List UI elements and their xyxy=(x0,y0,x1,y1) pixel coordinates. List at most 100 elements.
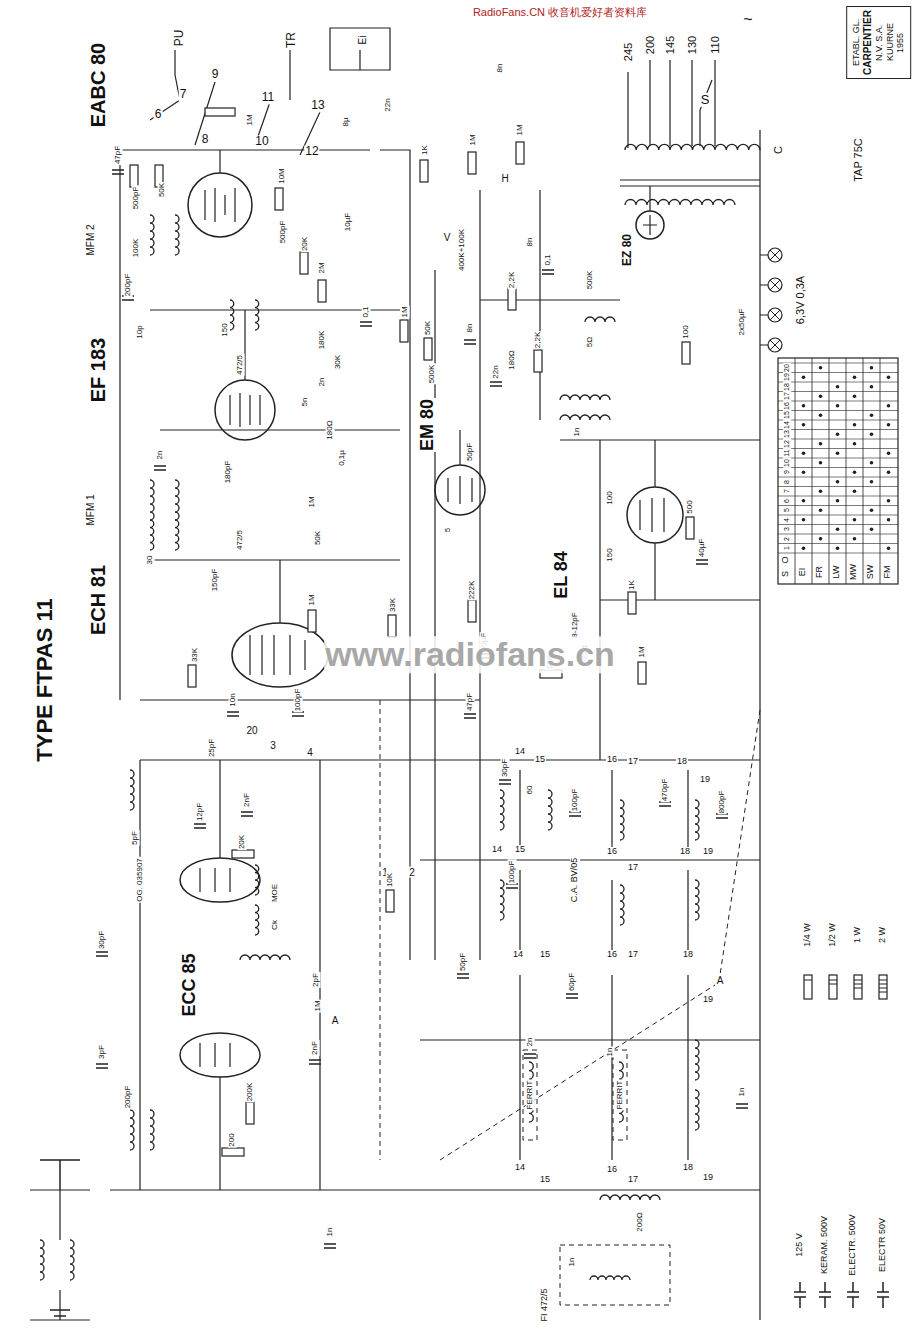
coil-symbol xyxy=(625,200,735,206)
resistor-symbol xyxy=(854,984,862,985)
table-cell: 9 xyxy=(783,469,791,475)
coil-symbol xyxy=(560,395,610,400)
tube-label: ECC 85 xyxy=(180,952,200,1017)
resistor-symbol xyxy=(188,665,196,687)
component-value: 8µ xyxy=(342,116,351,127)
resistor-symbol xyxy=(205,108,235,116)
capacitor-symbol xyxy=(716,814,728,818)
component-value: 10K xyxy=(386,872,395,888)
table-cell: MW xyxy=(849,563,859,581)
coil-symbol xyxy=(500,790,504,830)
component-value: 9 xyxy=(211,68,220,81)
component-value: 200Ω xyxy=(636,1211,645,1232)
resistor-symbol xyxy=(275,188,283,210)
component-value: 1n xyxy=(573,427,582,438)
schematic-title: TYPE FTPAS 11 xyxy=(33,597,57,762)
capacitor-symbol xyxy=(736,1104,748,1108)
table-cell: 17 xyxy=(783,391,791,401)
component-value: 100 xyxy=(606,490,615,505)
resistor-symbol xyxy=(232,850,254,858)
lamp-symbol xyxy=(768,248,782,262)
component-value: 500pF xyxy=(279,220,288,245)
tube-electrode xyxy=(230,393,260,427)
tube-electrode xyxy=(205,188,235,222)
component-value: 17 xyxy=(627,950,639,960)
capacitor-symbol xyxy=(524,1054,536,1058)
component-value: 0,1 xyxy=(362,305,371,318)
component-value: TR xyxy=(285,31,298,49)
capacitor-symbol xyxy=(819,1282,831,1308)
table-cell: FM xyxy=(883,565,893,580)
resistor-symbol xyxy=(829,980,837,981)
component-value: 30K xyxy=(334,354,343,370)
component-value: 100pF xyxy=(508,860,517,885)
component-value: 2,2K xyxy=(508,271,517,289)
component-value: C.A. BV/05 xyxy=(570,857,580,904)
coil-symbol xyxy=(625,144,760,150)
coil-symbol xyxy=(150,480,154,520)
coil-symbol xyxy=(255,865,259,895)
component-value: 22n xyxy=(492,364,501,379)
component-value: 200 xyxy=(228,1132,237,1147)
component-value: 47pF xyxy=(466,692,475,712)
component-value: 100K xyxy=(132,238,141,259)
coil-symbol xyxy=(585,317,615,322)
component-value: 180K xyxy=(318,330,327,351)
switch-contact-dot xyxy=(819,442,823,446)
table-grid xyxy=(778,363,898,364)
table-grid xyxy=(778,391,898,392)
capacitor-symbol xyxy=(569,812,581,816)
component-value: 100pF xyxy=(294,688,303,713)
table-grid xyxy=(863,358,864,584)
legend-text: 125 V xyxy=(795,1232,805,1258)
switch-contact-dot xyxy=(853,423,857,427)
switch-contact-dot xyxy=(853,394,857,398)
table-grid xyxy=(778,496,898,497)
component-value: 500K xyxy=(586,270,595,291)
component-value: 14 xyxy=(491,845,503,855)
coil-symbol xyxy=(230,300,234,330)
switch-contact-dot xyxy=(802,518,806,522)
coil-symbol xyxy=(175,480,179,520)
component-value: 472/5 xyxy=(236,529,245,551)
switch-contact-dot xyxy=(819,489,823,493)
switch-contact-dot xyxy=(870,508,874,512)
wire xyxy=(220,150,655,1190)
table-grid xyxy=(778,448,898,449)
component-value: 2nF xyxy=(311,1040,320,1056)
capacitor-symbol xyxy=(490,382,502,386)
switch-contact-dot xyxy=(802,451,806,455)
switch-contact-dot xyxy=(887,470,891,474)
component-value: MFM 2 xyxy=(85,223,96,256)
ganged-link xyxy=(380,700,760,1160)
table-cell: FR xyxy=(815,565,825,579)
component-value: 500 xyxy=(686,499,695,514)
switch-contact-dot xyxy=(836,432,840,436)
switch-contact-dot xyxy=(819,394,823,398)
component-value: 18 xyxy=(676,757,688,767)
coil-symbol xyxy=(620,800,624,840)
resistor-symbol xyxy=(468,152,476,174)
component-value: 180Ω xyxy=(326,419,335,440)
component-value: 150 xyxy=(221,322,230,337)
wire xyxy=(520,770,688,1160)
resistor-symbol xyxy=(628,592,636,614)
table-grid xyxy=(778,372,898,373)
table-cell: 19 xyxy=(783,372,791,382)
tube-label: EZ 80 xyxy=(621,233,634,267)
component-value: 1M xyxy=(308,593,317,606)
tube-label: EABC 80 xyxy=(87,42,109,128)
component-value: 11 xyxy=(261,91,275,104)
component-value: 3pF xyxy=(98,1044,107,1060)
switch-contact-dot xyxy=(853,442,857,446)
component-value: V xyxy=(443,232,452,243)
tube-electrode xyxy=(250,635,305,675)
table-grid xyxy=(778,524,898,525)
wire xyxy=(620,60,760,186)
table-cell: 5 xyxy=(783,507,791,513)
resistor-symbol xyxy=(222,1148,244,1156)
component-value: 5n xyxy=(301,397,310,408)
table-grid xyxy=(778,420,898,421)
lamp-symbol xyxy=(768,278,782,292)
component-value: 60 xyxy=(526,785,535,796)
